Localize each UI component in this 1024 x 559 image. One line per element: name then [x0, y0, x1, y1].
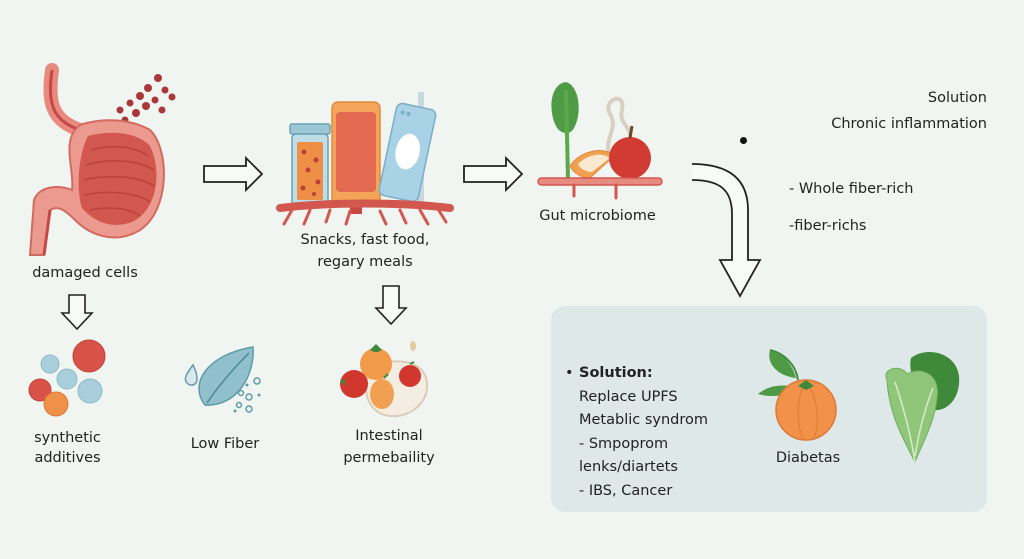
snacks-node: Snacks, fast food, regary meals [270, 90, 460, 280]
solution-heading: Solution: [579, 365, 653, 381]
diabetes-label: Diabetas [775, 450, 841, 466]
orange-icon [758, 349, 837, 441]
solution-line: Replace UPFS [579, 388, 678, 405]
curved-arrow-down-icon [691, 163, 762, 298]
solution-list: • Solution: Replace UPFS Metablic syndrom… [565, 362, 708, 503]
low-fiber-label: Low Fiber [190, 436, 260, 452]
processed-food-icon [276, 92, 454, 226]
synthetic-additives-label-line1: synthetic [34, 430, 101, 446]
leaf-drop-icon [184, 346, 261, 413]
tomatoes-icon [340, 341, 429, 418]
damaged-cells-node: damaged cells [20, 60, 180, 290]
synthetic-additives-label-line2: additives [34, 450, 101, 466]
gut-microbiome-label: Gut microbiome [539, 208, 656, 224]
solution-line: Metablic syndrom [579, 412, 709, 428]
intestinal-permeability-label-line1: Intestinal [355, 428, 423, 444]
note-chronic-inflammation: Chronic inflammation [831, 116, 987, 132]
damaged-cells-label: damaged cells [32, 265, 138, 281]
arrow-right-icon [203, 155, 264, 193]
stomach-icon [28, 63, 176, 256]
molecules-icon [28, 339, 106, 417]
intestinal-permeability-node: Intestinal permebaility [330, 338, 450, 473]
note-fiber-richs: -fiber-richs [789, 218, 867, 234]
solution-line: - Smpoprom [579, 435, 669, 452]
note-whole-fiber: - Whole fiber-rich [789, 181, 914, 197]
solution-line: lenks/diartets [579, 459, 678, 475]
intestinal-permeability-label-line2: permebaility [343, 450, 435, 466]
snacks-label-line2: regary meals [317, 254, 413, 270]
arrow-down-icon [60, 294, 94, 331]
arrow-down-icon [374, 285, 408, 326]
arrow-right-icon [463, 155, 524, 193]
low-fiber-node: Low Fiber [175, 335, 275, 460]
note-solution: Solution [927, 90, 987, 106]
bullet-dot [740, 137, 747, 144]
bullet-icon: • [565, 365, 574, 381]
fresh-food-icon [537, 82, 663, 200]
gut-microbiome-node: Gut microbiome [530, 70, 670, 230]
solution-line: - IBS, Cancer [579, 482, 673, 499]
lettuce-icon [885, 352, 960, 464]
synthetic-additives-node: synthetic additives [20, 338, 120, 473]
solution-panel: • Solution: Replace UPFS Metablic syndrom… [551, 306, 987, 512]
snacks-label-line1: Snacks, fast food, [300, 232, 430, 248]
